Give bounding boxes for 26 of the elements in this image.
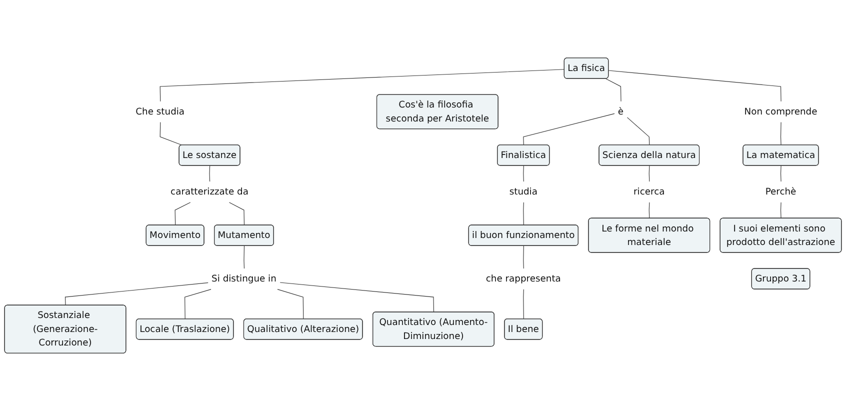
node-text: Si distingue in [212,273,276,284]
connector [780,202,782,219]
connector [523,246,524,270]
connector [523,165,524,182]
node-text: che rappresenta [486,273,561,284]
connector [244,246,245,270]
connector [648,202,650,219]
connector [523,289,524,320]
node-text: caratterizzate da [170,186,248,197]
connector [648,165,650,182]
connector [280,282,434,313]
connector [780,165,782,182]
node-text: studia [509,186,538,197]
node-text: Non comprende [744,106,818,117]
connector [160,69,565,102]
connector [780,122,782,146]
node-text: è [618,106,624,117]
node-text: Perchè [765,186,796,197]
connector [209,165,210,182]
connector [523,113,616,146]
connector [608,70,782,102]
node-text: ricerca [634,186,665,197]
connector [523,202,524,226]
node-text: Che studia [136,106,185,117]
connector [626,117,650,146]
connector [64,282,209,306]
